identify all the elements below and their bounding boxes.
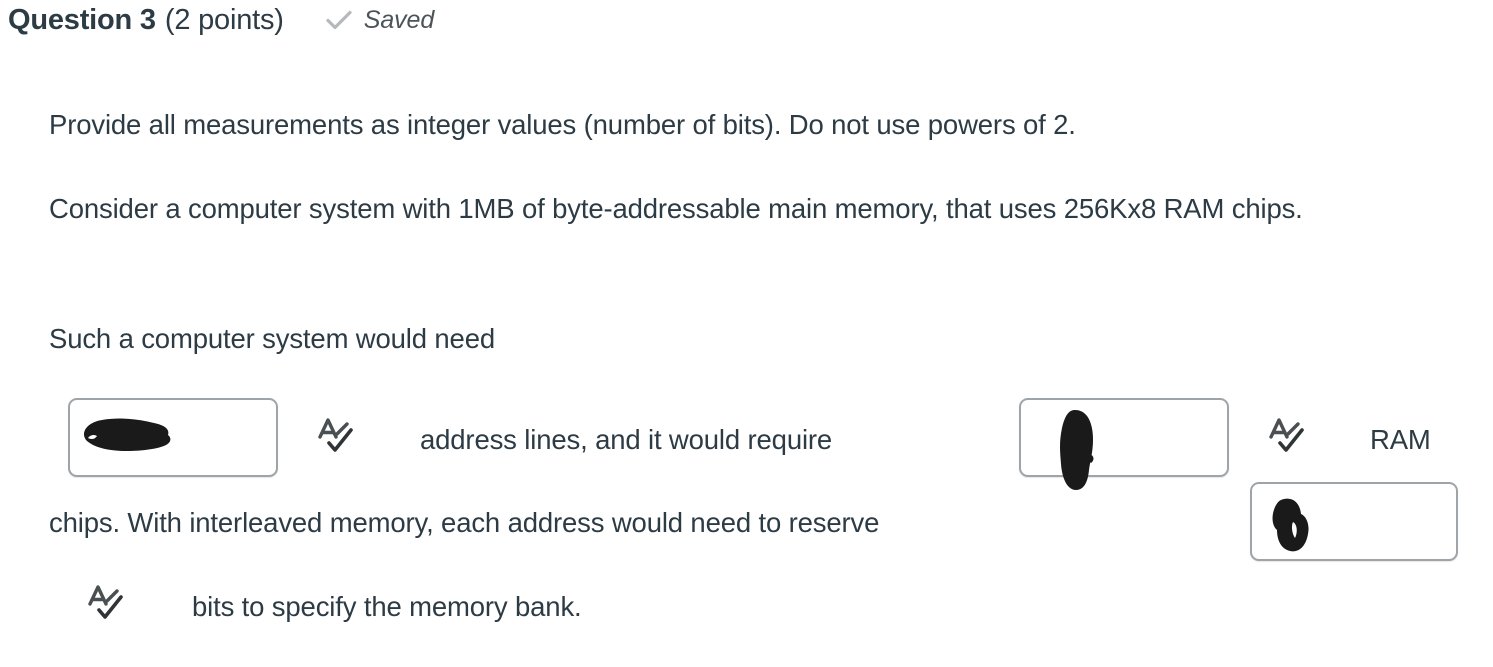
- question-header: Question 3 (2 points) Saved: [8, 0, 434, 40]
- problem-statement-paragraph: Consider a computer system with 1MB of b…: [49, 193, 1303, 224]
- redaction-mark-3: [1272, 498, 1309, 552]
- inline-text-interleaved-memory: chips. With interleaved memory, each add…: [49, 507, 880, 538]
- save-status-label: Saved: [363, 5, 435, 34]
- checkmark-icon: [326, 9, 352, 31]
- save-status: Saved: [326, 6, 434, 35]
- inline-text-ram: RAM: [1370, 424, 1431, 455]
- inline-text-address-lines: address lines, and it would require: [420, 424, 833, 455]
- spellcheck-icon[interactable]: [314, 415, 356, 457]
- spellcheck-icon[interactable]: [1265, 415, 1307, 457]
- question-points: (2 points): [164, 3, 284, 36]
- question-prompt-paragraph: Such a computer system would need: [49, 323, 495, 354]
- answer-flow: address lines, and it would require RAM …: [0, 380, 1493, 660]
- spellcheck-icon[interactable]: [84, 582, 126, 624]
- answer-input-3[interactable]: [1250, 482, 1458, 561]
- redaction-mark-1: [83, 418, 171, 451]
- answer-input-2[interactable]: [1019, 398, 1229, 490]
- inline-text-memory-bank: bits to specify the memory bank.: [192, 591, 582, 622]
- redaction-mark-2: [1060, 410, 1094, 490]
- question-title: Question 3: [8, 3, 156, 36]
- answer-input-1[interactable]: [68, 398, 278, 477]
- instruction-paragraph: Provide all measurements as integer valu…: [49, 109, 1076, 140]
